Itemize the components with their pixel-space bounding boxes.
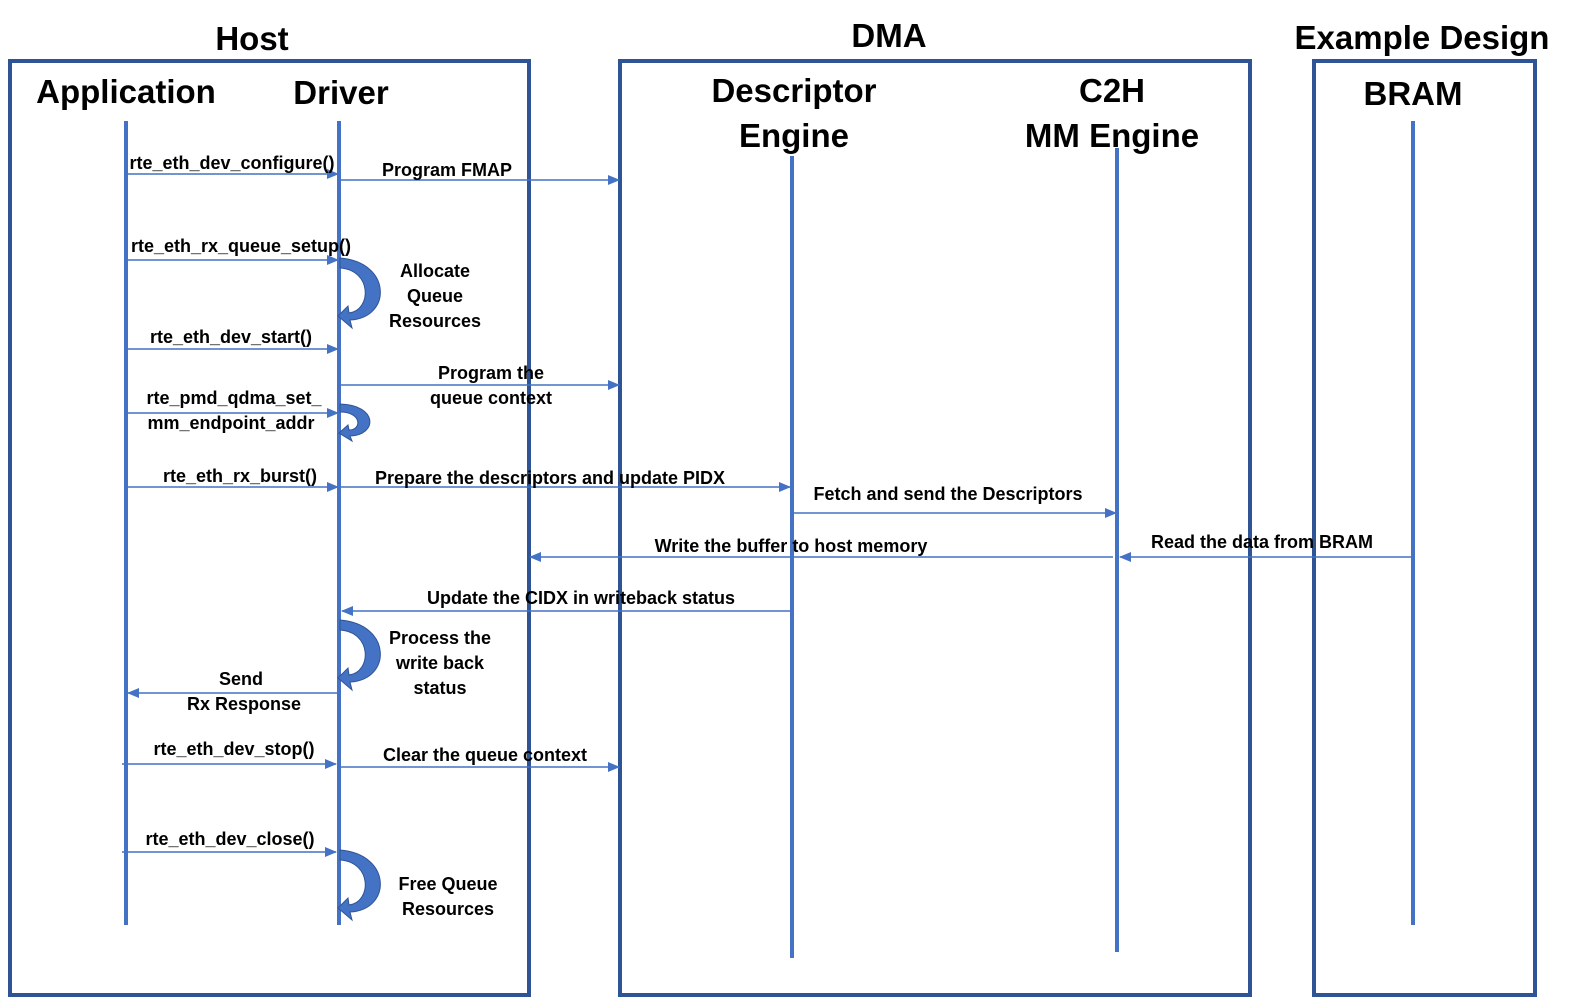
label-rx-burst: rte_eth_rx_burst() <box>163 466 317 486</box>
self-loop-free-icon <box>337 849 381 922</box>
self-loop-process-wb-icon <box>337 619 381 692</box>
dma-frame <box>618 59 1252 997</box>
label-prepare-descriptors: Prepare the descriptors and update PIDX <box>375 468 725 488</box>
label-send-rx-response-line1: Send <box>219 669 263 689</box>
self-loop-set-addr-icon <box>338 403 371 443</box>
label-program-queue-context-line1: Program the <box>438 363 544 383</box>
example-design-title: Example Design <box>1295 19 1550 56</box>
c2h-engine-title-line2: MM Engine <box>1025 117 1199 154</box>
label-dev-close: rte_eth_dev_close() <box>145 829 314 849</box>
label-dev-configure: rte_eth_dev_configure() <box>129 153 334 173</box>
note-allocate-line1: Allocate <box>400 261 470 281</box>
note-free-line1: Free Queue <box>398 874 497 894</box>
note-free-line2: Resources <box>402 899 494 919</box>
label-program-fmap: Program FMAP <box>382 160 512 180</box>
note-process-wb-line3: status <box>413 678 466 698</box>
label-fetch-descriptors: Fetch and send the Descriptors <box>813 484 1082 504</box>
note-process-wb-line2: write back <box>395 653 485 673</box>
note-process-wb-line1: Process the <box>389 628 491 648</box>
c2h-engine-title-line1: C2H <box>1079 72 1145 109</box>
label-update-cidx: Update the CIDX in writeback status <box>427 588 735 608</box>
driver-title: Driver <box>293 74 389 111</box>
label-read-bram: Read the data from BRAM <box>1151 532 1373 552</box>
descriptor-engine-title-line2: Engine <box>739 117 849 154</box>
self-loop-allocate-icon <box>337 257 381 330</box>
note-allocate-line2: Queue <box>407 286 463 306</box>
label-write-buffer: Write the buffer to host memory <box>655 536 928 556</box>
label-program-queue-context-line2: queue context <box>430 388 552 408</box>
host-frame <box>8 59 531 997</box>
bram-title: BRAM <box>1364 75 1463 112</box>
application-title: Application <box>36 73 216 110</box>
label-send-rx-response-line2: Rx Response <box>187 694 301 714</box>
host-title: Host <box>215 20 288 57</box>
example-design-frame <box>1312 59 1537 997</box>
label-dev-stop: rte_eth_dev_stop() <box>153 739 314 759</box>
label-dev-start: rte_eth_dev_start() <box>150 327 312 347</box>
note-allocate-line3: Resources <box>389 311 481 331</box>
label-set-mm-endpoint-addr-line1: rte_pmd_qdma_set_ <box>146 388 322 408</box>
dma-title: DMA <box>851 17 926 54</box>
label-rx-queue-setup: rte_eth_rx_queue_setup() <box>131 236 351 256</box>
label-clear-queue-context: Clear the queue context <box>383 745 587 765</box>
label-set-mm-endpoint-addr-line2: mm_endpoint_addr <box>147 413 314 433</box>
descriptor-engine-title-line1: Descriptor <box>711 72 876 109</box>
